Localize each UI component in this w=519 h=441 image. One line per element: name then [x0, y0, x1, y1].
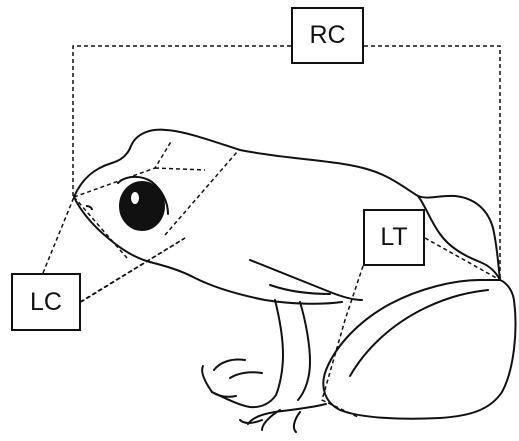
frog-eye-highlight	[131, 192, 139, 204]
rc-line-left	[73, 46, 291, 198]
frog-front-toes	[202, 359, 262, 396]
frog-chin-outline	[74, 197, 342, 304]
frog-front-leg	[212, 300, 283, 407]
lc-line-upper	[43, 197, 74, 273]
frog-side-fold-2	[270, 285, 330, 294]
rc-label: RC	[291, 7, 364, 64]
lc-line-lower	[81, 238, 185, 302]
lc-label: LC	[11, 273, 81, 331]
frog-front-leg-inner	[298, 302, 310, 400]
lt-label: LT	[363, 209, 425, 266]
frog-side-fold	[250, 260, 362, 300]
measurement-lines	[43, 46, 500, 418]
frog-eye	[120, 182, 164, 230]
frog-hind-toes	[240, 404, 326, 432]
frog-nostril	[86, 206, 92, 210]
frog-back-curve	[418, 196, 500, 280]
lt-line-right	[425, 238, 500, 280]
frog-thigh-inner	[350, 290, 488, 376]
frog-illustration-icon	[74, 130, 516, 432]
